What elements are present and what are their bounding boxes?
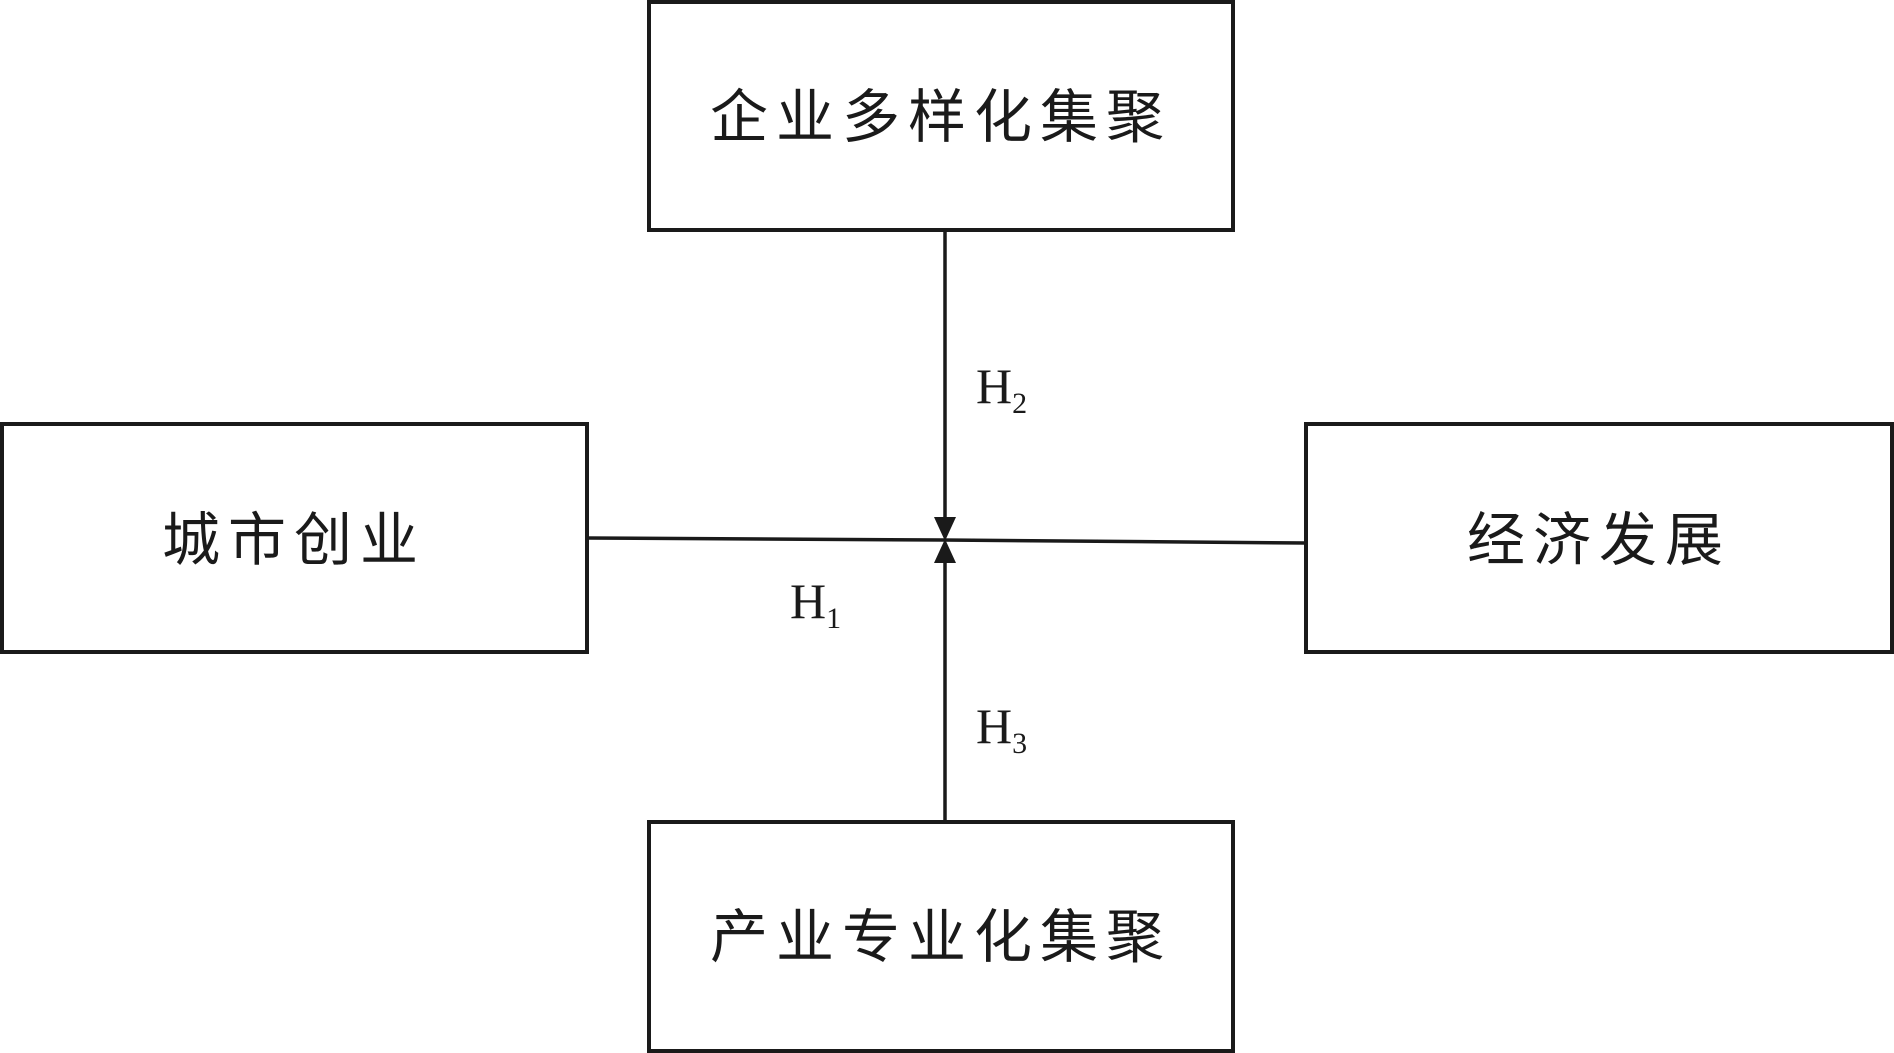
connector-center-to-right (942, 538, 1307, 545)
arrowhead-down (934, 517, 956, 541)
hypothesis-label-h2: H2 (976, 358, 1027, 420)
box-label-right: 经济发展 (1467, 506, 1731, 574)
box-label-left: 城市创业 (162, 506, 426, 574)
arrowhead-up (934, 539, 956, 563)
connector-left-to-center (586, 536, 944, 542)
box-label-top: 企业多样化集聚 (710, 83, 1172, 151)
box-economic-development: 经济发展 (1304, 422, 1894, 654)
hypothesis-label-h1: H1 (790, 573, 841, 635)
box-enterprise-diversification: 企业多样化集聚 (647, 0, 1235, 232)
box-urban-entrepreneurship: 城市创业 (0, 422, 589, 654)
box-label-bottom: 产业专业化集聚 (710, 903, 1172, 971)
hypothesis-label-h3: H3 (976, 698, 1027, 760)
box-industrial-specialization: 产业专业化集聚 (647, 820, 1235, 1053)
